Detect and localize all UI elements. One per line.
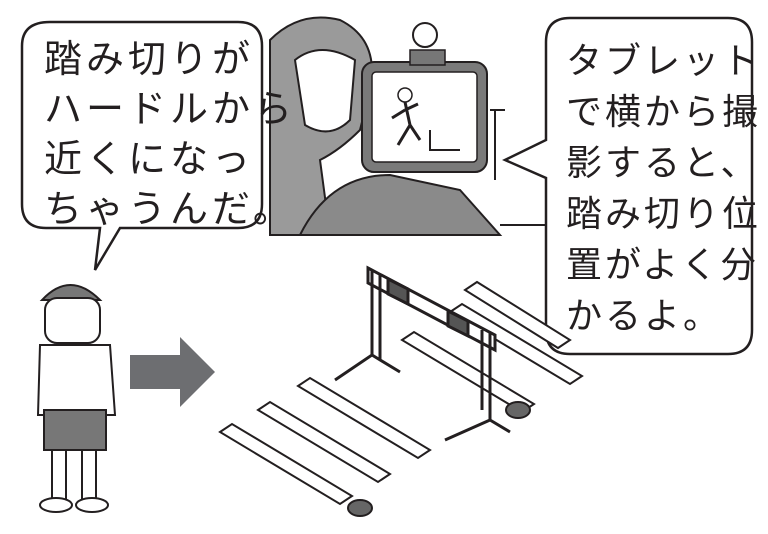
right-line: 影すると、	[566, 143, 760, 184]
lane-markers	[218, 280, 584, 517]
arrow-right-icon	[130, 337, 215, 407]
right-line: で横から撮	[566, 92, 762, 133]
right-line: タブレット	[566, 36, 761, 87]
right-line: 踏み切り位	[566, 194, 762, 235]
child-figure	[36, 284, 117, 513]
filming-scene	[269, 0, 545, 236]
left-bubble-text: 踏み切りが ハードルから 近くになっ ちゃうんだ。	[44, 34, 296, 234]
right-bubble-text: タブレット で横から撮 影すると、 踏み切り位 置がよく分 かるよ。	[566, 36, 761, 342]
left-line: 踏み切りが	[44, 37, 255, 81]
left-line: 近くになっ	[44, 137, 255, 181]
left-line: ちゃうんだ。	[44, 187, 295, 231]
right-line: かるよ。	[566, 296, 723, 337]
left-speech-bubble	[20, 20, 264, 271]
right-line-text: タブレット	[566, 41, 762, 82]
hurdle	[334, 265, 511, 442]
right-speech-bubble	[502, 16, 754, 356]
right-line: 置がよく分	[566, 245, 760, 286]
left-line: ハードルから	[44, 87, 297, 131]
